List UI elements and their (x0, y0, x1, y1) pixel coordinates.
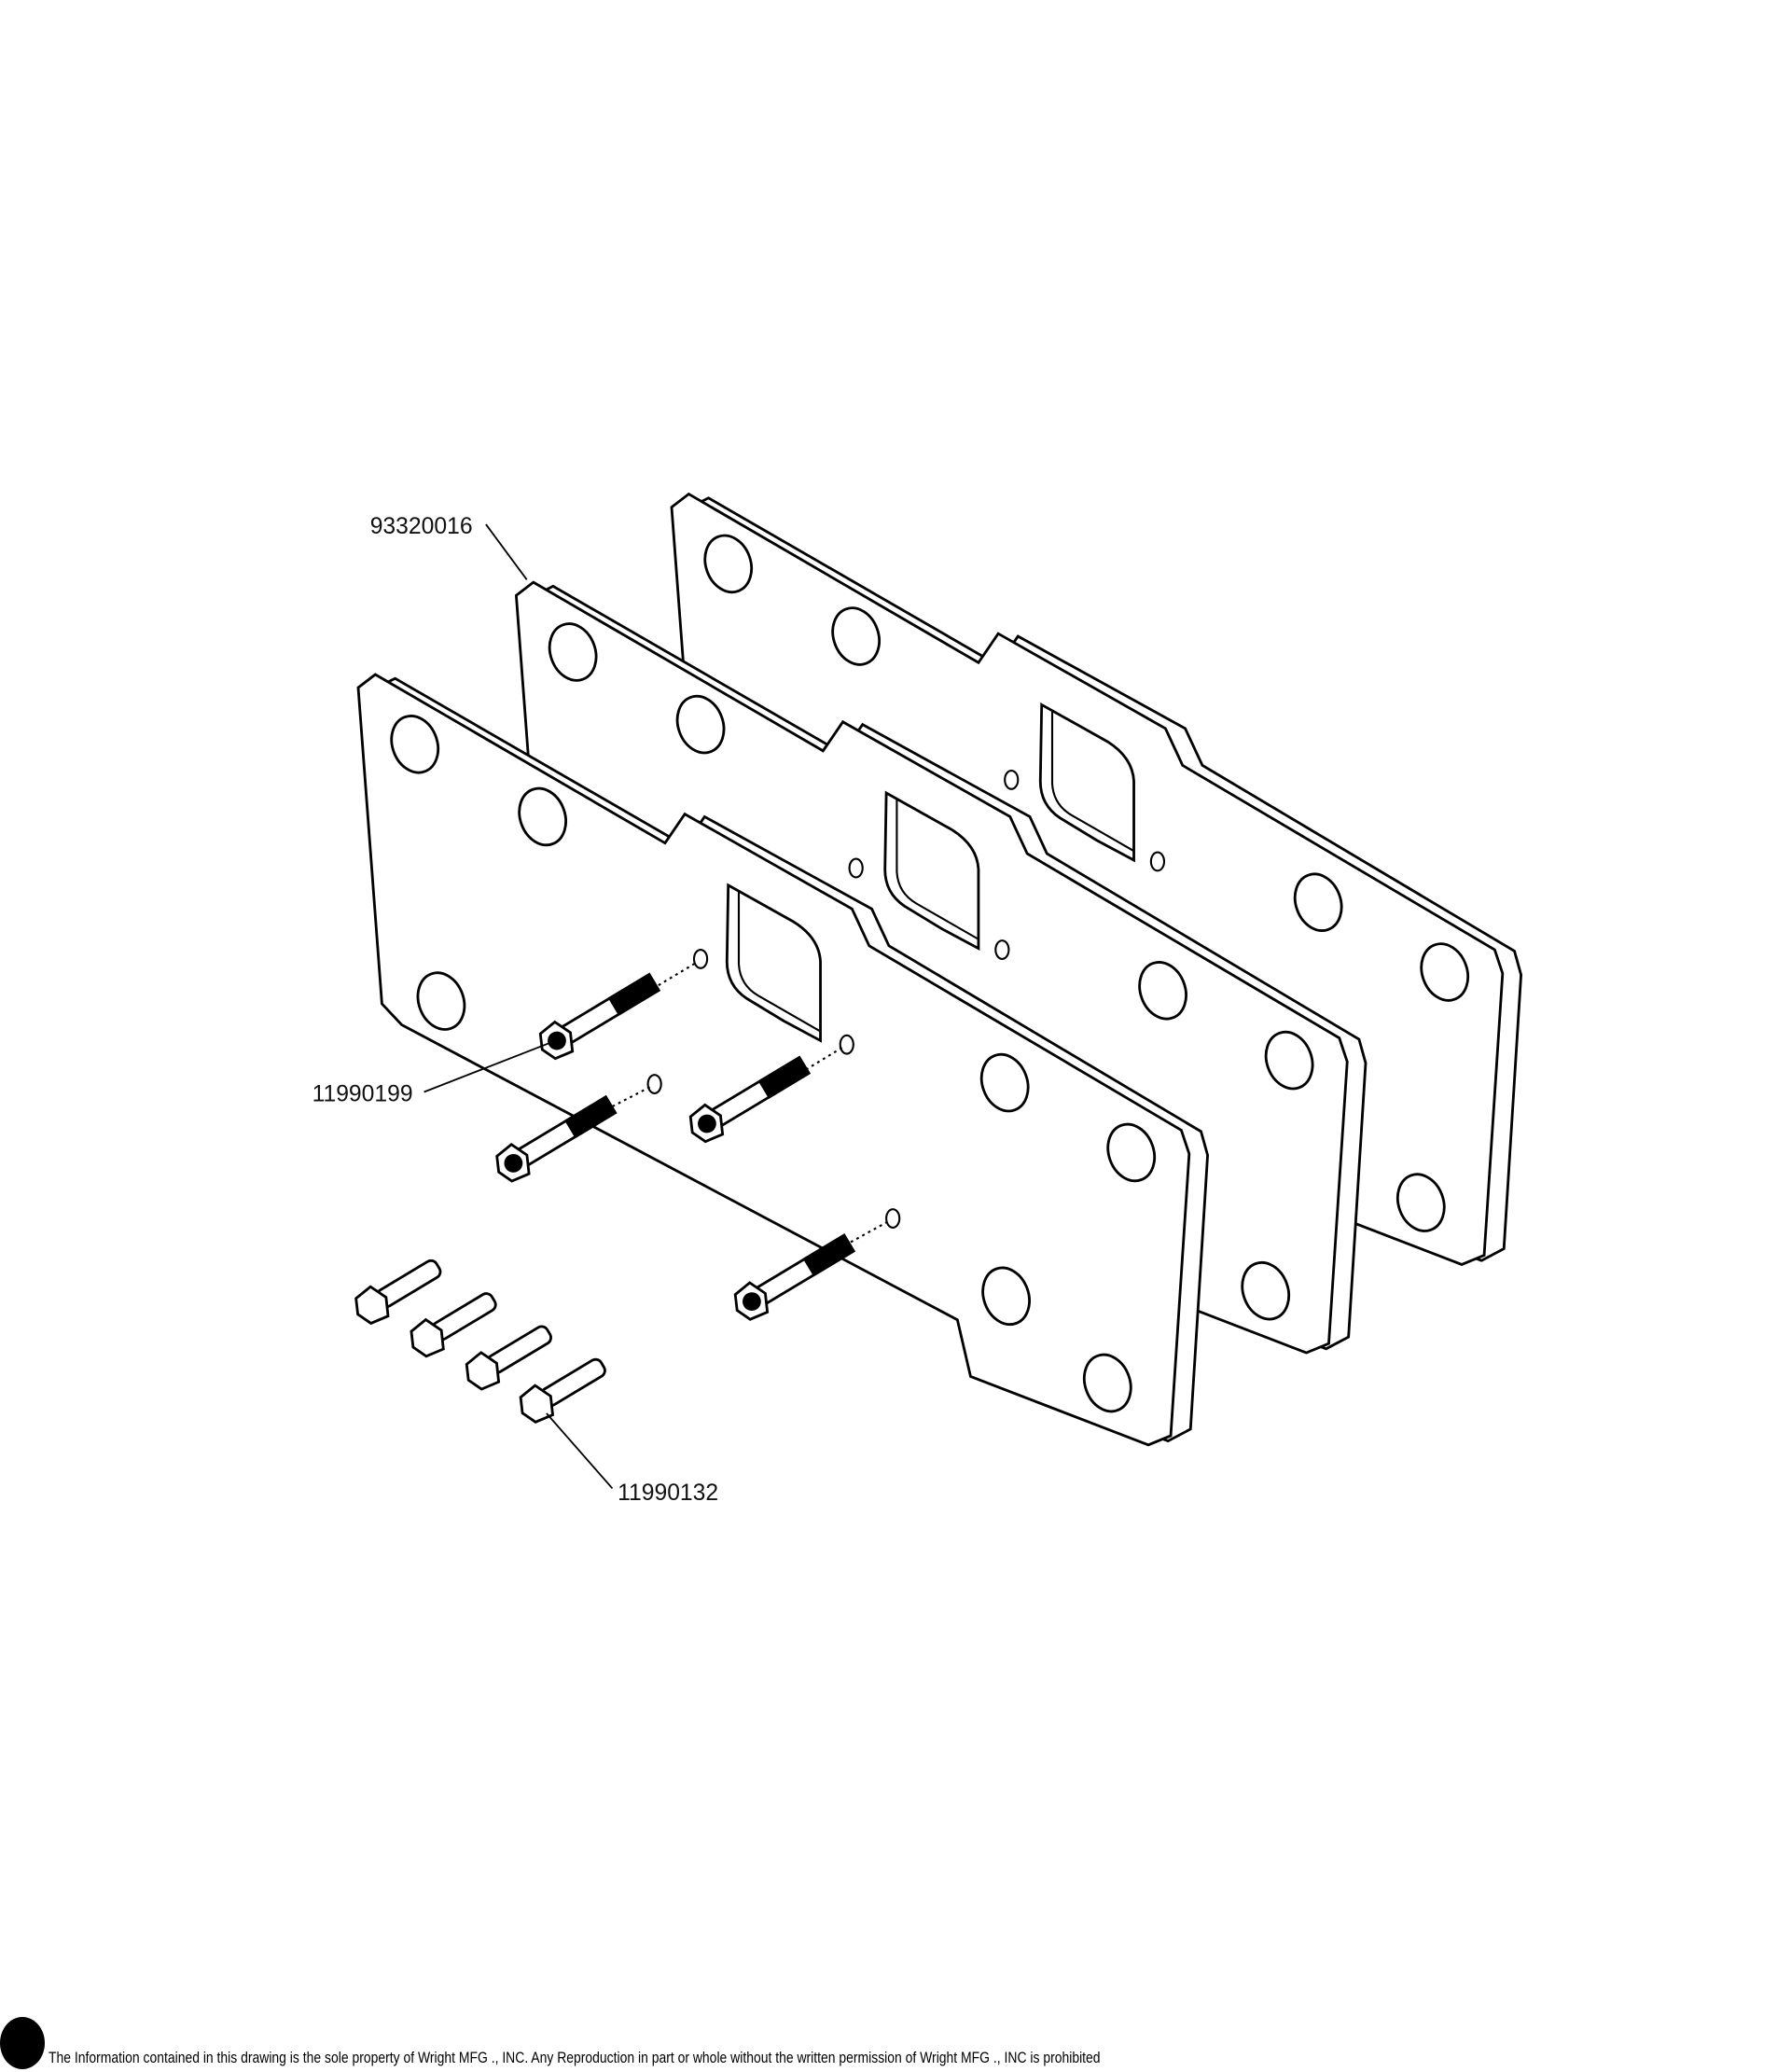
plate-back (670, 493, 1523, 1266)
callout-plate-part-number: 93320016 (370, 514, 473, 539)
wright-logo (0, 2017, 45, 2069)
mounting-holes-small (646, 948, 901, 1229)
leader-lines (423, 523, 614, 1490)
plate-middle (514, 580, 1368, 1355)
copyright-notice: The Information contained in this drawin… (49, 2049, 1101, 2066)
long-bolts-11990199 (495, 972, 856, 1321)
alignment-dotted-lines (611, 960, 890, 1244)
callout-short-bolt-part-number: 11990132 (618, 1481, 718, 1506)
callout-long-bolt-part-number: 11990199 (312, 1081, 413, 1106)
short-bolts-11990132 (354, 1258, 606, 1424)
